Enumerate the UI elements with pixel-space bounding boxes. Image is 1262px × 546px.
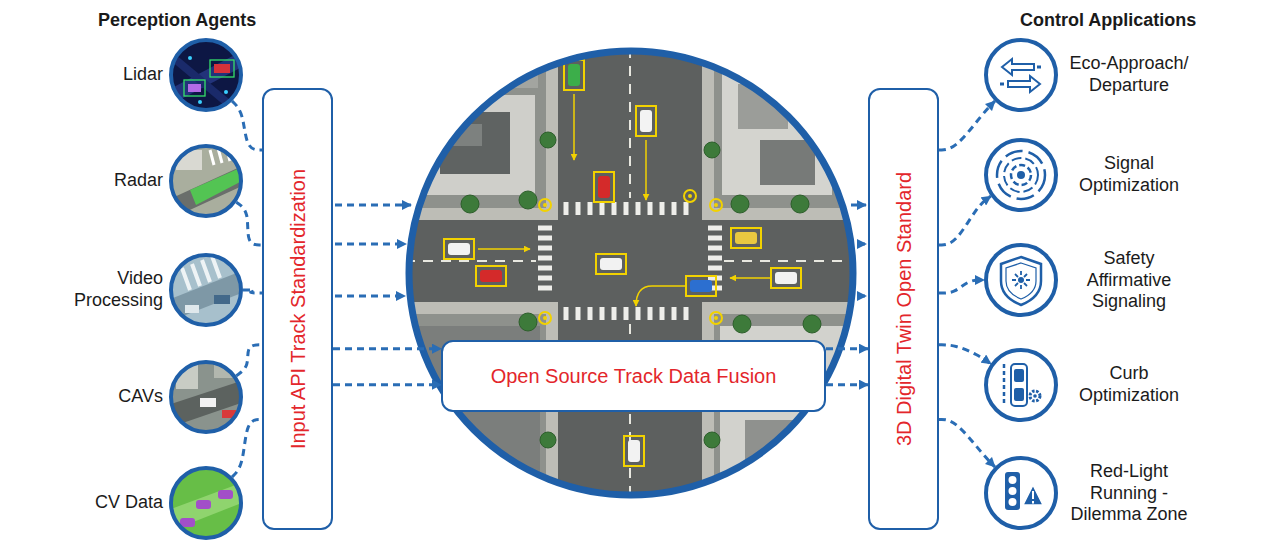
node-label: Curb Optimization: [1064, 363, 1194, 406]
cav-thumbnail: [168, 359, 244, 435]
red-light-icon: [1005, 472, 1043, 510]
node-label: Open Source Track Data Fusion: [491, 365, 777, 388]
section-heading: Control Applications: [1020, 10, 1196, 31]
node-label: CV Data: [63, 492, 163, 514]
node-label: Radar: [63, 170, 163, 192]
radar-thumbnail: [168, 143, 244, 220]
standard-band: Input API Track Standardization: [262, 88, 333, 530]
sensor-circle: CAVs: [169, 360, 243, 434]
video-thumbnail: [168, 252, 244, 328]
application-circle: Curb Optimization: [984, 348, 1058, 422]
node-label: Input API Track Standardization: [286, 169, 309, 449]
node-label: Red-Light Running - Dilemma Zone: [1064, 461, 1194, 526]
flow-arrows: [335, 205, 866, 296]
node-label: Safety Affirmative Signaling: [1064, 248, 1194, 313]
node-label: Signal Optimization: [1064, 153, 1194, 196]
eco-icon: [1000, 59, 1041, 92]
sensor-circle: Lidar: [169, 38, 243, 112]
application-circle: Red-Light Running - Dilemma Zone: [984, 456, 1058, 530]
sensor-circle: Radar: [169, 144, 243, 218]
dashed-connector: [939, 420, 995, 467]
node-label: CAVs: [63, 386, 163, 408]
node-label: Video Processing: [63, 268, 163, 311]
application-circle: Safety Affirmative Signaling: [984, 243, 1058, 317]
dashed-connector: [826, 347, 868, 350]
dashed-connector: [232, 420, 262, 477]
dashed-connector: [232, 101, 262, 150]
curb-icon: [1004, 364, 1040, 406]
dashed-connector: [939, 345, 991, 364]
application-circle: Signal Optimization: [984, 138, 1058, 212]
dashed-connector: [939, 101, 995, 150]
node-label: Eco-Approach/ Departure: [1064, 53, 1194, 96]
section-heading: Perception Agents: [98, 10, 256, 31]
city-map: [405, 48, 857, 500]
dashed-connector: [236, 345, 262, 376]
node-label: 3D Digital Twin Open Standard: [892, 172, 915, 446]
dashed-connector: [243, 290, 262, 293]
safety-icon: [1001, 257, 1041, 305]
dashed-connector: [333, 347, 441, 350]
standard-band: 3D Digital Twin Open Standard: [868, 88, 939, 530]
application-circle: Eco-Approach/ Departure: [984, 38, 1058, 112]
dashed-connector: [939, 280, 984, 293]
map-ring: [409, 51, 853, 495]
fusion-box: Open Source Track Data Fusion: [441, 340, 826, 412]
sensor-circle: Video Processing: [169, 253, 243, 327]
dashed-connector: [939, 196, 991, 245]
signal-icon: [997, 151, 1045, 199]
dashed-connector: [236, 202, 262, 245]
node-label: Lidar: [63, 64, 163, 86]
dashed-connector: [826, 383, 868, 386]
dashed-connector: [333, 383, 441, 386]
sensor-circle: CV Data: [169, 466, 243, 540]
